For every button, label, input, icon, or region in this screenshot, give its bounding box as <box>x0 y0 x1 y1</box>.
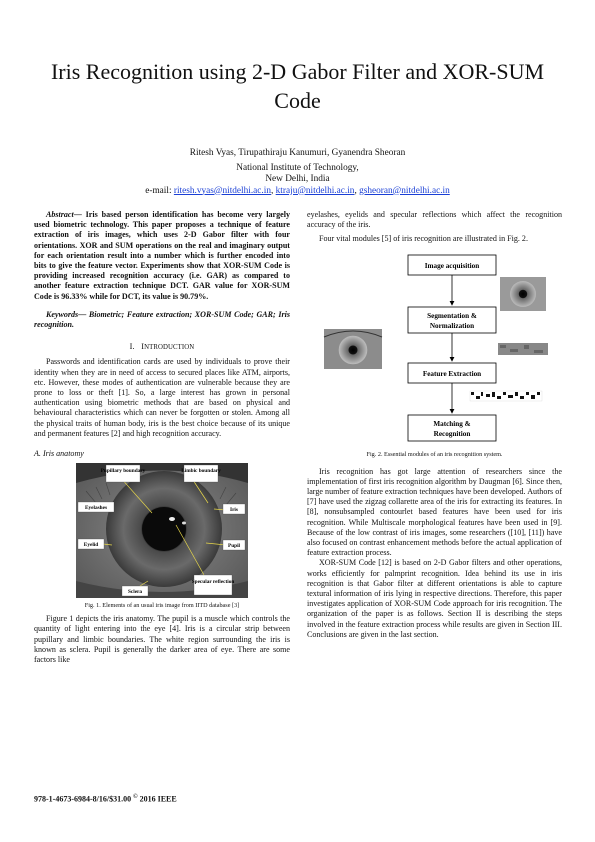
modules-paragraph: Four vital modules [5] of iris recogniti… <box>319 234 528 244</box>
related-work-paragraph: Iris recognition has got large attention… <box>307 466 562 558</box>
subsection-heading-iris-anatomy: A. Iris anatomy <box>34 449 84 459</box>
box-segmentation <box>407 306 496 334</box>
email-separator: , <box>354 185 360 196</box>
label-sclera: Sclera <box>128 589 142 595</box>
figure-1-caption: Fig. 1. Elements of an usual iris image … <box>84 602 240 610</box>
email-label: e-mail: <box>145 185 174 196</box>
author-block: Ritesh Vyas, Tirupathiraju Kanumuri, Gya… <box>0 148 595 197</box>
label-iris: Iris <box>230 507 238 513</box>
svg-text:Normalization: Normalization <box>429 322 473 330</box>
keywords-text: — Biometric; Feature extraction; XOR-SUM… <box>34 309 290 330</box>
email-link-gsheoran[interactable]: gsheoran@nitdelhi.ac.in <box>359 185 450 196</box>
left-column: Abstract— Iris based person identificati… <box>34 210 290 665</box>
label-eyelid: Eyelid <box>84 542 98 548</box>
label-pupillary-boundary: Pupillary boundary <box>101 468 146 474</box>
abstract: Abstract— Iris based person identificati… <box>34 210 290 302</box>
iris-code-strip <box>469 390 542 401</box>
svg-text:Matching &: Matching & <box>433 420 470 428</box>
svg-text:Segmentation &: Segmentation & <box>427 312 477 320</box>
continued-paragraph: eyelashes, eyelids and specular reflecti… <box>307 210 562 230</box>
keywords: Keywords— Biometric; Feature extraction;… <box>34 310 290 330</box>
copyright-footer: 978-1-4673-6984-8/16/$31.00 © 2016 IEEE <box>34 794 177 804</box>
label-eyelashes: Eyelashes <box>85 505 107 511</box>
email-separator: , <box>271 185 276 196</box>
svg-text:Recognition: Recognition <box>433 430 470 438</box>
intro-paragraph: Passwords and identification cards are u… <box>34 357 290 438</box>
label-specular-reflection: Specular reflection <box>192 579 235 585</box>
iris-anatomy-image: Pupillary boundary Limbic boundary Eyela… <box>76 463 248 599</box>
normalized-iris-strip <box>497 342 548 355</box>
xor-sum-paragraph: XOR-SUM Code [12] is based on 2-D Gabor … <box>307 558 562 639</box>
anatomy-paragraph: Figure 1 depicts the iris anatomy. The p… <box>34 614 290 665</box>
section-heading-introduction: I. INTRODUCTION <box>129 342 195 352</box>
affiliation-line-1: National Institute of Technology, <box>236 162 359 173</box>
email-link-ktraju[interactable]: ktraju@nitdelhi.ac.in <box>275 185 355 196</box>
right-column: eyelashes, eyelids and specular reflecti… <box>307 210 562 640</box>
label-pupil: Pupil <box>228 543 241 549</box>
abstract-text: — Iris based person identification has b… <box>34 210 290 301</box>
author-names: Ritesh Vyas, Tirupathiraju Kanumuri, Gya… <box>189 148 406 158</box>
label-limbic-boundary: Limbic boundary <box>181 468 221 474</box>
keywords-label: Keywords <box>46 309 79 319</box>
svg-text:Image acquisition: Image acquisition <box>424 262 479 270</box>
paper-title: Iris Recognition using 2-D Gabor Filter … <box>50 59 545 113</box>
figure-iris-anatomy: Pupillary boundary Limbic boundary Eyela… <box>76 463 248 599</box>
box-matching <box>407 414 496 442</box>
abstract-label: Abstract <box>46 210 74 219</box>
affiliation-line-2: New Delhi, India <box>265 174 330 184</box>
email-link-vyas[interactable]: ritesh.vyas@nitdelhi.ac.in <box>173 185 271 196</box>
svg-text:Feature Extraction: Feature Extraction <box>422 370 480 378</box>
figure-2-caption: Fig. 2. Essential modules of an iris rec… <box>366 450 503 458</box>
figure-iris-modules: Image acquisition Segmentation & Normali… <box>323 254 548 442</box>
email-line: e-mail: ritesh.vyas@nitdelhi.ac.in, ktra… <box>0 186 595 198</box>
